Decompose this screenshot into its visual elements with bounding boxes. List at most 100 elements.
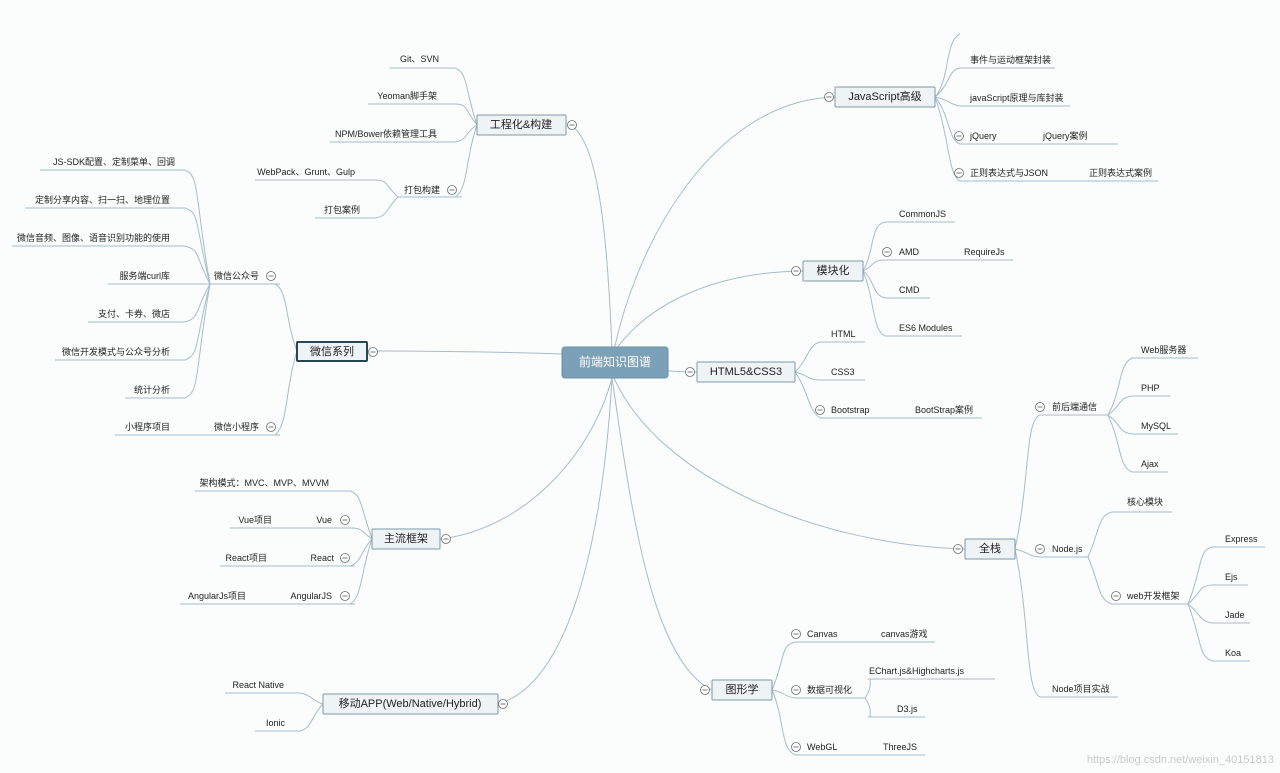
root-node[interactable]: 前端知识图谱 bbox=[561, 346, 669, 379]
leaf-nodejs[interactable]: Node.js bbox=[1052, 544, 1083, 554]
collapse-icon[interactable] bbox=[340, 515, 350, 525]
collapse-icon[interactable] bbox=[567, 120, 577, 130]
leaf-es6[interactable]: ES6 Modules bbox=[899, 323, 953, 333]
leaf-ionic[interactable]: Ionic bbox=[266, 718, 286, 728]
collapse-icon[interactable] bbox=[266, 271, 276, 281]
leaf-cmd[interactable]: CMD bbox=[899, 285, 920, 295]
leaf-threejs[interactable]: ThreeJS bbox=[883, 742, 917, 752]
leaf-npm[interactable]: NPM/Bower依赖管理工具 bbox=[335, 128, 437, 139]
leaf-angular-proj[interactable]: AngularJs项目 bbox=[188, 591, 246, 601]
node-fullstack[interactable]: 全栈 bbox=[964, 538, 1016, 560]
leaf-regex[interactable]: 正则表达式与JSON bbox=[970, 167, 1048, 178]
leaf-webpack[interactable]: WebPack、Grunt、Gulp bbox=[257, 167, 355, 177]
leaf-jquery[interactable]: jQuery bbox=[969, 131, 997, 141]
leaf-express[interactable]: Express bbox=[1225, 534, 1258, 544]
leaf-frontback[interactable]: 前后端通信 bbox=[1052, 401, 1097, 412]
collapse-icon[interactable] bbox=[498, 699, 508, 709]
leaf-js-event[interactable]: 事件与运动框架封装 bbox=[970, 54, 1051, 65]
leaf-jquery-case[interactable]: jQuery案例 bbox=[1042, 130, 1088, 141]
collapse-icon[interactable] bbox=[791, 629, 801, 639]
leaf-wx-share[interactable]: 定制分享内容、扫一扫、地理位置 bbox=[35, 194, 170, 205]
leaf-commonjs[interactable]: CommonJS bbox=[899, 209, 946, 219]
node-wechat[interactable]: 微信系列 bbox=[296, 341, 368, 362]
leaf-vue-proj[interactable]: Vue项目 bbox=[238, 515, 272, 525]
leaf-wx-sdk[interactable]: JS-SDK配置、定制菜单、回调 bbox=[53, 156, 175, 167]
node-html5-css3[interactable]: HTML5&CSS3 bbox=[696, 361, 796, 383]
leaf-git[interactable]: Git、SVN bbox=[400, 54, 439, 64]
leaf-amd[interactable]: AMD bbox=[899, 247, 920, 257]
leaf-wx-official[interactable]: 微信公众号 bbox=[214, 270, 259, 281]
leaf-bootstrap[interactable]: Bootstrap bbox=[831, 405, 870, 415]
collapse-icon[interactable] bbox=[1035, 544, 1045, 554]
leaf-react-proj[interactable]: React项目 bbox=[225, 553, 267, 563]
collapse-icon[interactable] bbox=[340, 591, 350, 601]
leaf-css3[interactable]: CSS3 bbox=[831, 367, 855, 377]
connector-lines bbox=[12, 33, 1265, 756]
leaf-js-principle[interactable]: javaScript原理与库封装 bbox=[969, 92, 1064, 103]
leaf-webgl[interactable]: WebGL bbox=[807, 742, 837, 752]
leaf-bootstrap-case[interactable]: BootStrap案例 bbox=[915, 404, 973, 415]
leaf-pack-case[interactable]: 打包案例 bbox=[324, 204, 360, 215]
leaf-html[interactable]: HTML bbox=[831, 329, 856, 339]
leaf-wx-mini-proj[interactable]: 小程序项目 bbox=[125, 421, 170, 432]
collapse-icon[interactable] bbox=[824, 92, 834, 102]
collapse-icon[interactable] bbox=[685, 367, 695, 377]
node-label: 全栈 bbox=[979, 541, 1001, 555]
leaf-webserver[interactable]: Web服务器 bbox=[1141, 344, 1186, 355]
collapse-icon[interactable] bbox=[700, 685, 710, 695]
collapse-icon[interactable] bbox=[953, 544, 963, 554]
collapse-icon[interactable] bbox=[1035, 402, 1045, 412]
collapse-icon[interactable] bbox=[1111, 591, 1121, 601]
leaf-php[interactable]: PHP bbox=[1141, 383, 1160, 393]
leaf-wx-dev[interactable]: 微信开发模式与公众号分析 bbox=[62, 346, 170, 357]
leaf-core-module[interactable]: 核心模块 bbox=[1127, 496, 1163, 507]
node-label: 图形学 bbox=[726, 682, 759, 696]
node-javascript-advanced[interactable]: JavaScript高级 bbox=[834, 86, 936, 108]
leaf-koa[interactable]: Koa bbox=[1225, 648, 1241, 658]
leaf-labels: 事件与运动框架封装 javaScript原理与库封装 jQuery jQuery… bbox=[17, 54, 1258, 752]
leaf-wx-curl[interactable]: 服务端curl库 bbox=[119, 270, 170, 281]
leaf-regex-case[interactable]: 正则表达式案例 bbox=[1089, 167, 1152, 178]
node-modular[interactable]: 模块化 bbox=[802, 260, 864, 282]
leaf-requirejs[interactable]: RequireJs bbox=[964, 247, 1005, 257]
leaf-yeoman[interactable]: Yeoman脚手架 bbox=[377, 90, 437, 101]
leaf-angular[interactable]: AngularJS bbox=[290, 591, 332, 601]
node-engineering[interactable]: 工程化&构建 bbox=[476, 114, 567, 136]
leaf-wx-stats[interactable]: 统计分析 bbox=[134, 384, 170, 395]
collapse-icon[interactable] bbox=[791, 685, 801, 695]
node-mobile-app[interactable]: 移动APP(Web/Native/Hybrid) bbox=[322, 693, 499, 715]
leaf-canvas[interactable]: Canvas bbox=[807, 629, 838, 639]
leaf-d3[interactable]: D3.js bbox=[897, 704, 918, 714]
collapse-icon[interactable] bbox=[340, 553, 350, 563]
leaf-pack-build[interactable]: 打包构建 bbox=[404, 184, 440, 195]
collapse-icon[interactable] bbox=[791, 266, 801, 276]
leaf-ejs[interactable]: Ejs bbox=[1225, 572, 1238, 582]
collapse-icon[interactable] bbox=[882, 247, 892, 257]
leaf-arch[interactable]: 架构模式：MVC、MVP、MVVM bbox=[199, 477, 329, 488]
leaf-react[interactable]: React bbox=[310, 553, 334, 563]
collapse-icon[interactable] bbox=[266, 422, 276, 432]
leaf-web-framework[interactable]: web开发框架 bbox=[1126, 590, 1180, 601]
collapse-icon[interactable] bbox=[954, 131, 964, 141]
leaf-mysql[interactable]: MySQL bbox=[1141, 421, 1171, 431]
collapse-icon[interactable] bbox=[441, 534, 451, 544]
collapse-icon[interactable] bbox=[791, 742, 801, 752]
leaf-dataviz[interactable]: 数据可视化 bbox=[807, 684, 852, 695]
leaf-wx-mini[interactable]: 微信小程序 bbox=[214, 421, 259, 432]
collapse-icon[interactable] bbox=[954, 168, 964, 178]
collapse-icon[interactable] bbox=[447, 185, 457, 195]
collapse-icon[interactable] bbox=[815, 405, 825, 415]
node-graphics[interactable]: 图形学 bbox=[711, 679, 773, 701]
leaf-jade[interactable]: Jade bbox=[1225, 610, 1245, 620]
leaf-react-native[interactable]: React Native bbox=[232, 680, 284, 690]
node-framework[interactable]: 主流框架 bbox=[371, 528, 441, 550]
leaf-vue[interactable]: Vue bbox=[316, 515, 332, 525]
leaf-node-project[interactable]: Node项目实战 bbox=[1052, 683, 1110, 694]
leaf-canvas-game[interactable]: canvas游戏 bbox=[881, 628, 928, 639]
leaf-ajax[interactable]: Ajax bbox=[1141, 459, 1159, 469]
leaf-echarts[interactable]: EChart.js&Highcharts.js bbox=[869, 666, 965, 676]
leaf-wx-pay[interactable]: 支付、卡券、微店 bbox=[98, 308, 170, 319]
leaf-wx-media[interactable]: 微信音频、图像、语音识别功能的使用 bbox=[17, 232, 170, 243]
collapse-icon[interactable] bbox=[368, 347, 378, 357]
